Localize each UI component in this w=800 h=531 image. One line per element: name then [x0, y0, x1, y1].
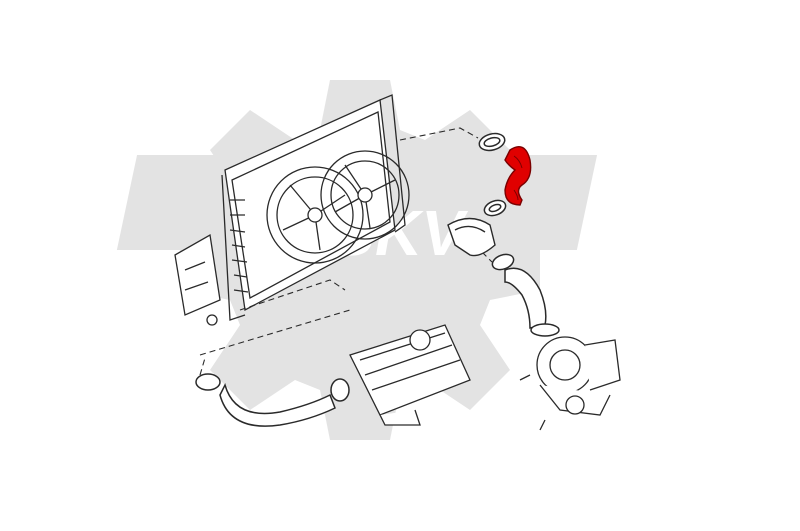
lower-hose-clamp — [483, 199, 507, 217]
highlighted-intercooler-hose — [504, 146, 532, 206]
intake-pipe — [447, 217, 496, 257]
intercooler-hose-curved — [504, 267, 560, 337]
turbocharger — [519, 336, 621, 431]
upper-hose-clamp — [478, 132, 506, 152]
lower-intercooler-hose — [195, 373, 350, 427]
mid-hose-clamp — [491, 253, 515, 271]
intake-manifold — [349, 324, 471, 426]
intercooler-bracket — [174, 233, 221, 326]
radiator-fan-assembly — [221, 94, 410, 321]
